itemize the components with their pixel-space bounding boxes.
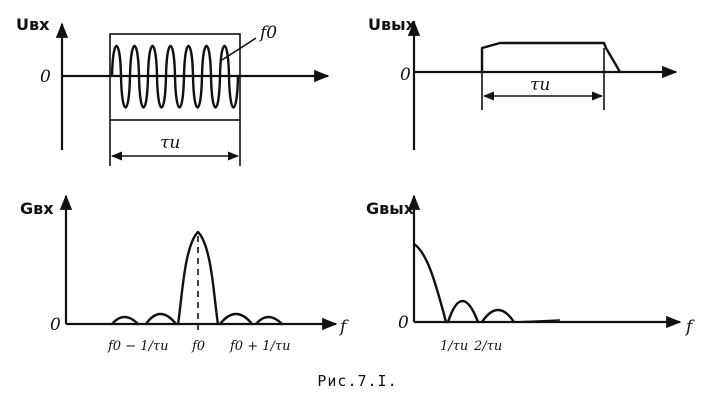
input-spectrum-zero-label: 0 [50,315,61,335]
output-spectrum-tail [513,319,561,323]
input-spectrum-sidelobe-left-2 [110,315,140,326]
output-spectrum-tick-2: 2/τи [473,339,502,354]
input-signal-y-label: Uвх [16,15,50,34]
output-signal-zero-label: 0 [400,65,411,85]
input-spectrum-sidelobe-right-2 [254,315,284,326]
output-spectrum-panel: Gвых 0 f 1/τи 2/τи [366,194,695,354]
input-signal-duration-label: τи [160,133,180,153]
input-spectrum-panel: Gвх 0 f f0 − 1/τи f0 f0 + 1/τи [20,194,349,354]
output-spectrum-sidelobe-2 [480,308,516,324]
output-spectrum-sidelobe-1 [446,300,480,324]
input-pulse-envelope [109,33,241,121]
input-signal-freq-label: f0 [258,23,277,43]
output-spectrum-y-label: Gвых [366,199,415,218]
input-carrier-wave [110,44,240,109]
input-spectrum-mainlobe [176,230,220,326]
output-pulse-shape [480,41,622,74]
input-spectrum-sidelobe-left-1 [144,312,178,326]
input-signal-zero-label: 0 [40,67,51,87]
output-spectrum-x-label: f [684,317,695,337]
output-signal-y-label: Uвых [368,15,417,34]
output-spectrum-tick-1: 1/τи [440,339,468,354]
input-spectrum-tick-right: f0 + 1/τи [229,339,290,354]
input-spectrum-tick-center: f0 [191,339,205,354]
figure-caption: Рис.7.I. [317,372,398,390]
input-spectrum-y-label: Gвх [20,199,54,218]
input-spectrum-x-label: f [338,317,349,337]
input-spectrum-tick-left: f0 − 1/τи [107,339,168,354]
input-spectrum-sidelobe-right-1 [218,312,254,326]
output-signal-duration-label: τи [530,75,550,95]
output-spectrum-mainlobe [412,242,448,324]
output-signal-panel: Uвых 0 τи [368,15,678,150]
output-spectrum-zero-label: 0 [398,313,409,333]
input-signal-panel: Uвх 0 f0 τи [16,15,330,166]
f0-leader-line [221,37,257,61]
